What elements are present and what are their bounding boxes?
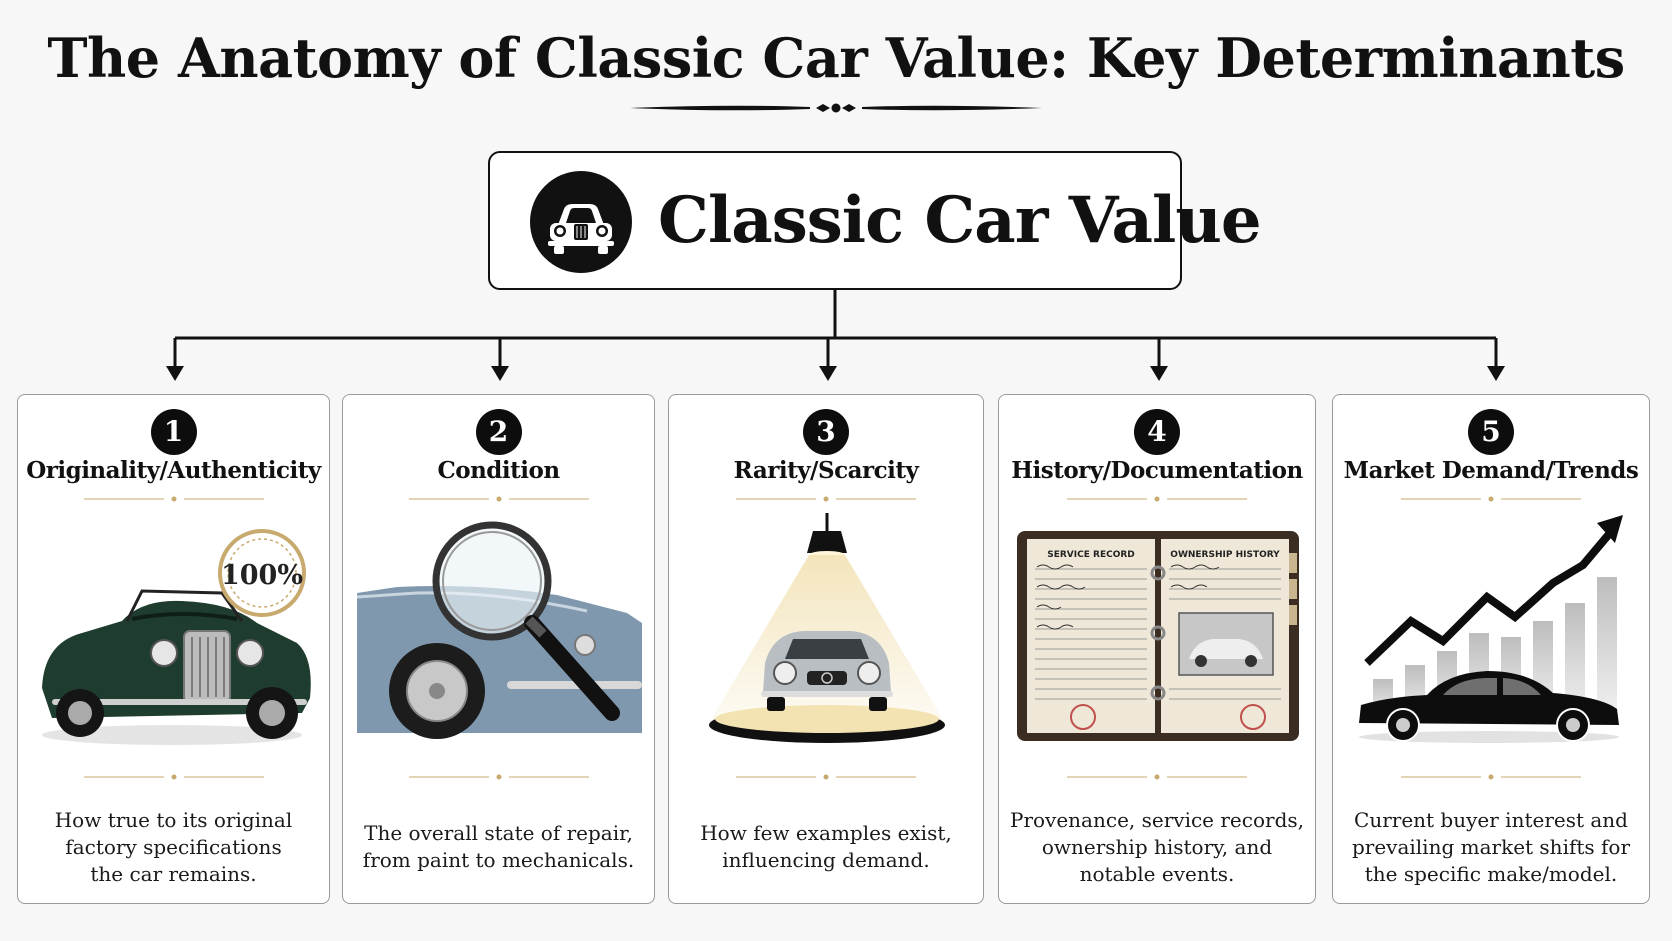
arrowhead: [1487, 366, 1505, 381]
factor-card-rarity: 3 Rarity/Scarcity How few examples exist…: [668, 394, 984, 904]
divider-ornament: [736, 496, 916, 502]
spotlight-pedestal-icon: [709, 513, 945, 743]
title-ornament: [630, 103, 1042, 113]
factor-description: How true to its original factory specifi…: [54, 807, 293, 886]
factor-description: Provenance, service records, ownership h…: [1009, 807, 1304, 886]
factor-title: History/Documentation: [1011, 457, 1303, 484]
divider-ornament: [1401, 496, 1581, 502]
magnifying-glass-icon: [357, 521, 642, 739]
factor-number-badge: 3: [803, 409, 849, 455]
factor-card-condition: 2 Condition The overall state of repair,…: [342, 394, 655, 904]
green-roadster-icon: 100%: [42, 529, 311, 745]
factor-card-market-demand: 5 Market Demand/Trends Current buyer int…: [1332, 394, 1650, 904]
classic-car-front-icon: [530, 171, 632, 273]
arrowhead: [1150, 366, 1168, 381]
arrowhead: [819, 366, 837, 381]
factor-description: How few examples exist, influencing dema…: [700, 821, 952, 872]
factor-title: Condition: [437, 457, 560, 484]
record-binder-icon: SERVICE RECORD OWNERSHIP HISTORY: [1017, 531, 1299, 741]
arrowhead: [166, 366, 184, 381]
page-heading: OWNERSHIP HISTORY: [1170, 550, 1280, 560]
divider-ornament: [1067, 496, 1247, 502]
factor-title: Market Demand/Trends: [1343, 457, 1639, 484]
divider-ornament: [408, 774, 589, 780]
trend-chart-icon: [1359, 515, 1623, 743]
factor-title: Rarity/Scarcity: [733, 457, 919, 484]
root-node-label: Classic Car Value: [658, 183, 1262, 258]
divider-ornament: [1067, 774, 1247, 780]
factor-description: Current buyer interest and prevailing ma…: [1351, 807, 1631, 886]
page-title: The Anatomy of Classic Car Value: Key De…: [47, 26, 1625, 90]
arrowhead: [491, 366, 509, 381]
divider-ornament: [408, 496, 589, 502]
factor-description: The overall state of repair, from paint …: [362, 821, 635, 872]
factor-number-badge: 2: [475, 409, 522, 455]
divider-ornament: [83, 496, 264, 502]
factor-number-badge: 1: [150, 409, 197, 455]
factor-card-originality: 1 Originality/Authenticity 100% How true…: [17, 394, 330, 904]
divider-ornament: [83, 774, 264, 780]
seal-text: 100%: [221, 560, 303, 591]
divider-ornament: [736, 774, 916, 780]
tree-connectors: [166, 290, 1505, 381]
factor-number-badge: 5: [1468, 409, 1514, 455]
factor-title: Originality/Authenticity: [26, 457, 321, 484]
page-heading: SERVICE RECORD: [1047, 550, 1135, 560]
factor-number-badge: 4: [1134, 409, 1180, 455]
divider-ornament: [1401, 774, 1581, 780]
root-node-box: Classic Car Value: [488, 151, 1262, 290]
factor-card-history: 4 History/Documentation SERVICE RECORD O…: [998, 394, 1316, 904]
